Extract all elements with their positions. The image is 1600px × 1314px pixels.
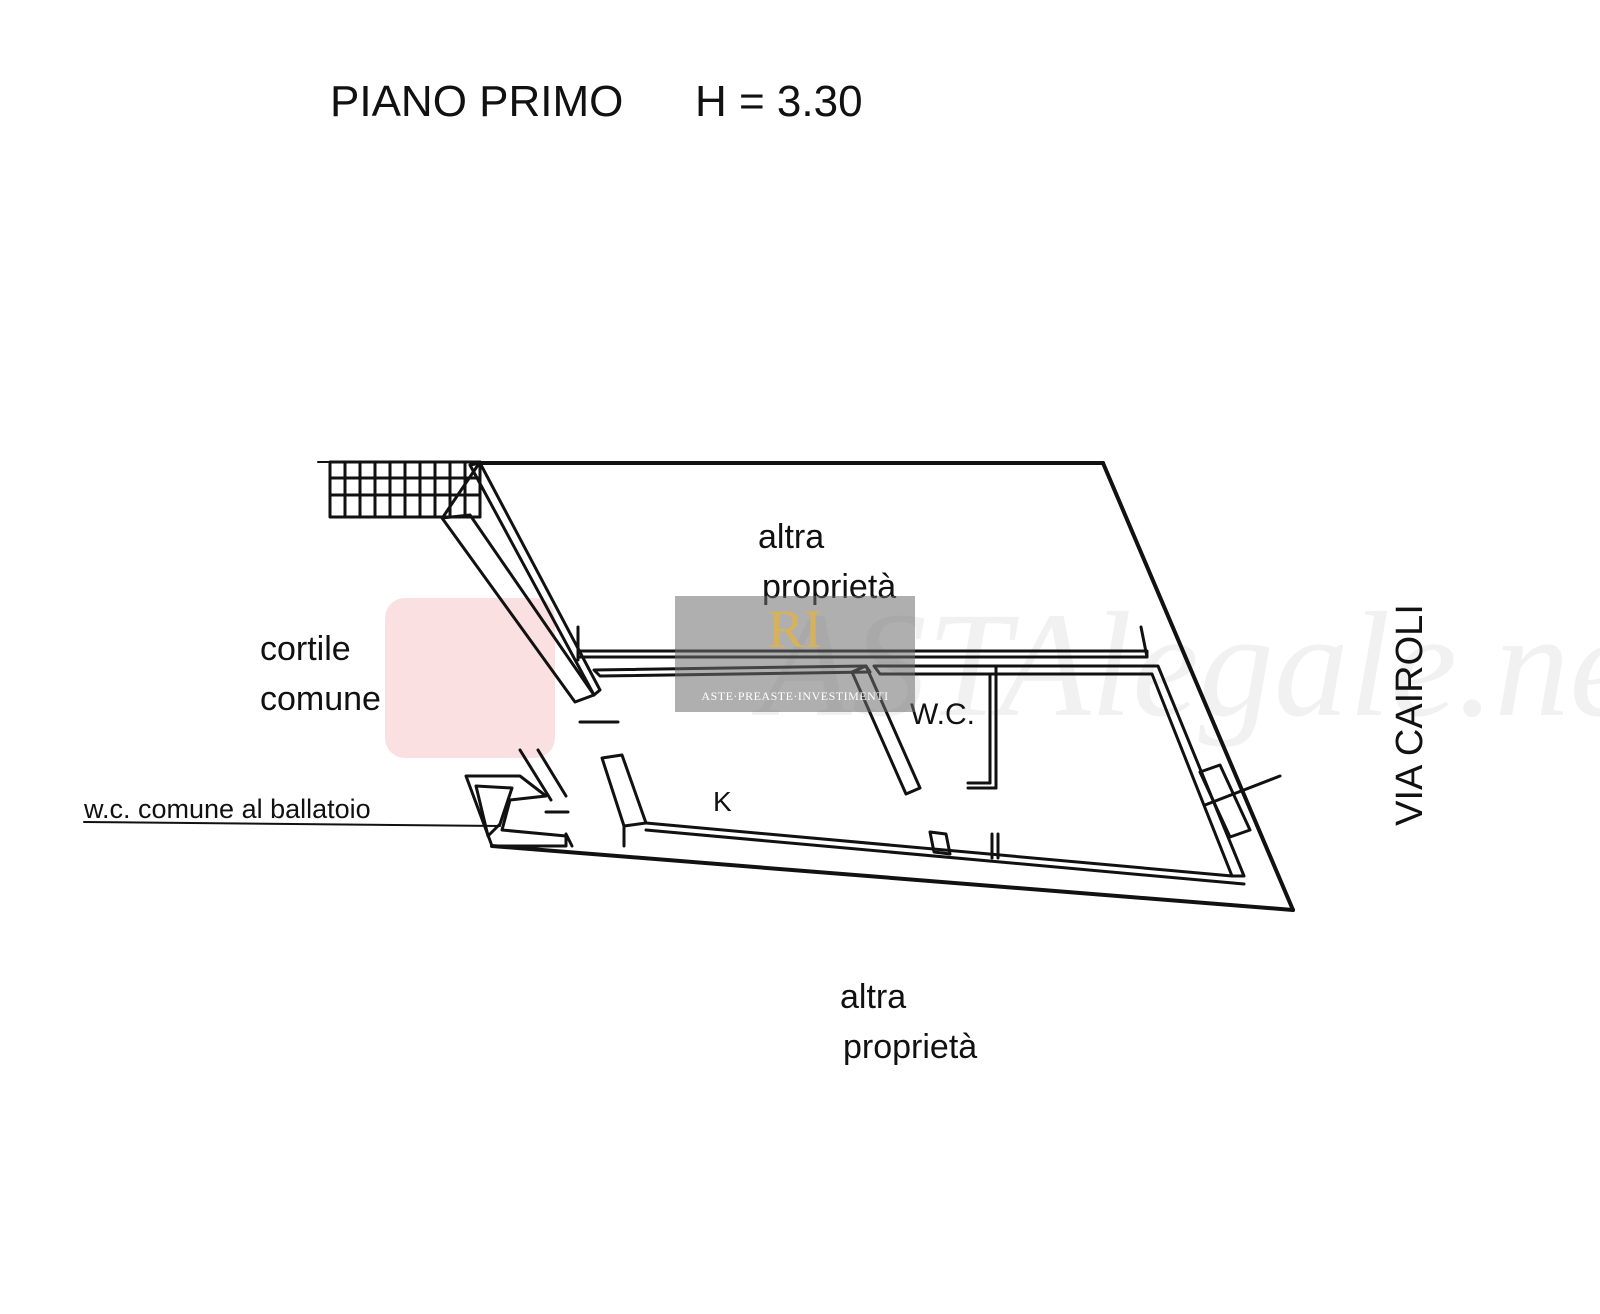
common-wc-leader — [83, 821, 501, 827]
party-wall-top — [576, 625, 1149, 662]
kitchen-room-label: K — [713, 786, 732, 817]
watermark-logo-caption: ASTE·PREASTE·INVESTIMENTI — [701, 689, 889, 703]
watermark-logo-shape — [385, 598, 555, 758]
courtyard-label-line2: comune — [260, 680, 381, 718]
watermark-logo-mark: RI — [768, 599, 822, 659]
common-wc-label: w.c. comune al ballatoio — [84, 794, 371, 824]
left-wall — [440, 461, 602, 802]
bottom-neighbor-label-line2: proprietà — [843, 1028, 978, 1066]
top-neighbor-label-line1: altra — [758, 518, 825, 556]
plan-title: PIANO PRIMO — [330, 77, 624, 126]
watermark-logo-box: RI ASTE·PREASTE·INVESTIMENTI — [675, 596, 915, 712]
wc-room-label: W.C. — [910, 698, 975, 731]
bottom-neighbor-label-line1: altra — [840, 978, 907, 1016]
common-wc-walls — [464, 720, 620, 848]
floor-height: H = 3.30 — [695, 77, 863, 126]
courtyard-label-line1: cortile — [260, 630, 351, 668]
staircase — [317, 460, 482, 519]
outer-walls — [476, 461, 1295, 912]
street-window — [1198, 763, 1282, 839]
street-label: VIA CAIROLI — [1389, 604, 1431, 826]
